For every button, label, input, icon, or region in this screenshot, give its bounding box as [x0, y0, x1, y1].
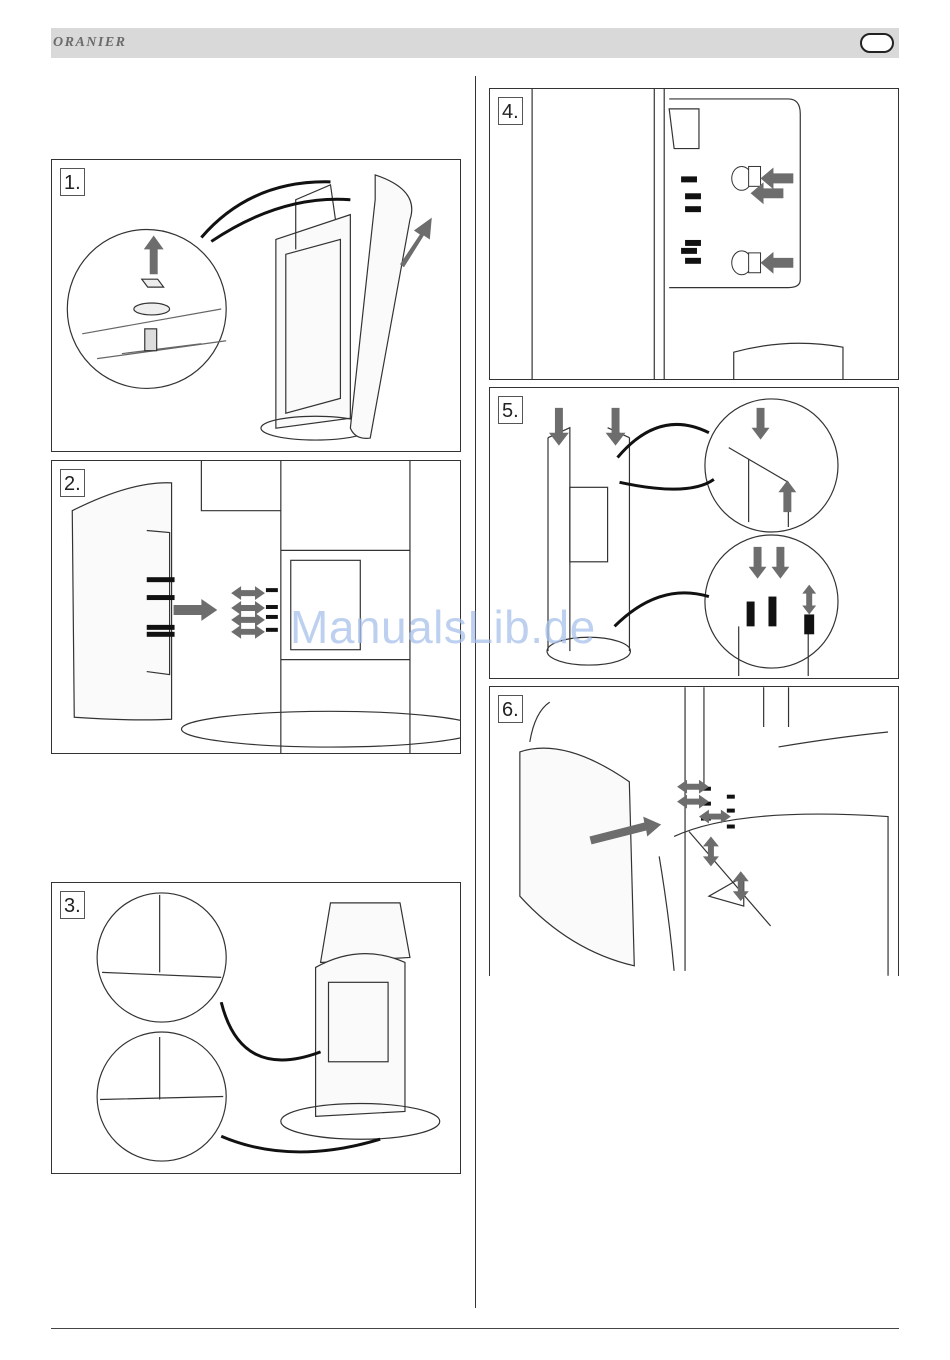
step-1-label: 1. — [60, 168, 85, 196]
step-4-label: 4. — [498, 97, 523, 125]
oranier-logo: ORANIER — [53, 35, 127, 51]
footer-rule — [51, 1328, 899, 1329]
step-3-panel: 3. — [51, 882, 461, 1174]
step-3-label: 3. — [60, 891, 85, 919]
language-badge — [860, 33, 894, 53]
step-3-illustration — [52, 883, 460, 1173]
step-1-panel: 1. — [51, 159, 461, 452]
watermark: ManualsLib.de — [290, 600, 596, 654]
step-1-illustration — [52, 160, 460, 451]
step-6-label: 6. — [498, 695, 523, 723]
step-6-illustration — [490, 687, 898, 976]
step-4-panel: 4. — [489, 88, 899, 380]
step-5-label: 5. — [498, 396, 523, 424]
column-divider — [475, 76, 476, 1308]
page-header: ORANIER — [51, 28, 899, 58]
step-2-label: 2. — [60, 469, 85, 497]
step-4-illustration — [490, 89, 898, 379]
step-6-panel: 6. — [489, 686, 899, 976]
